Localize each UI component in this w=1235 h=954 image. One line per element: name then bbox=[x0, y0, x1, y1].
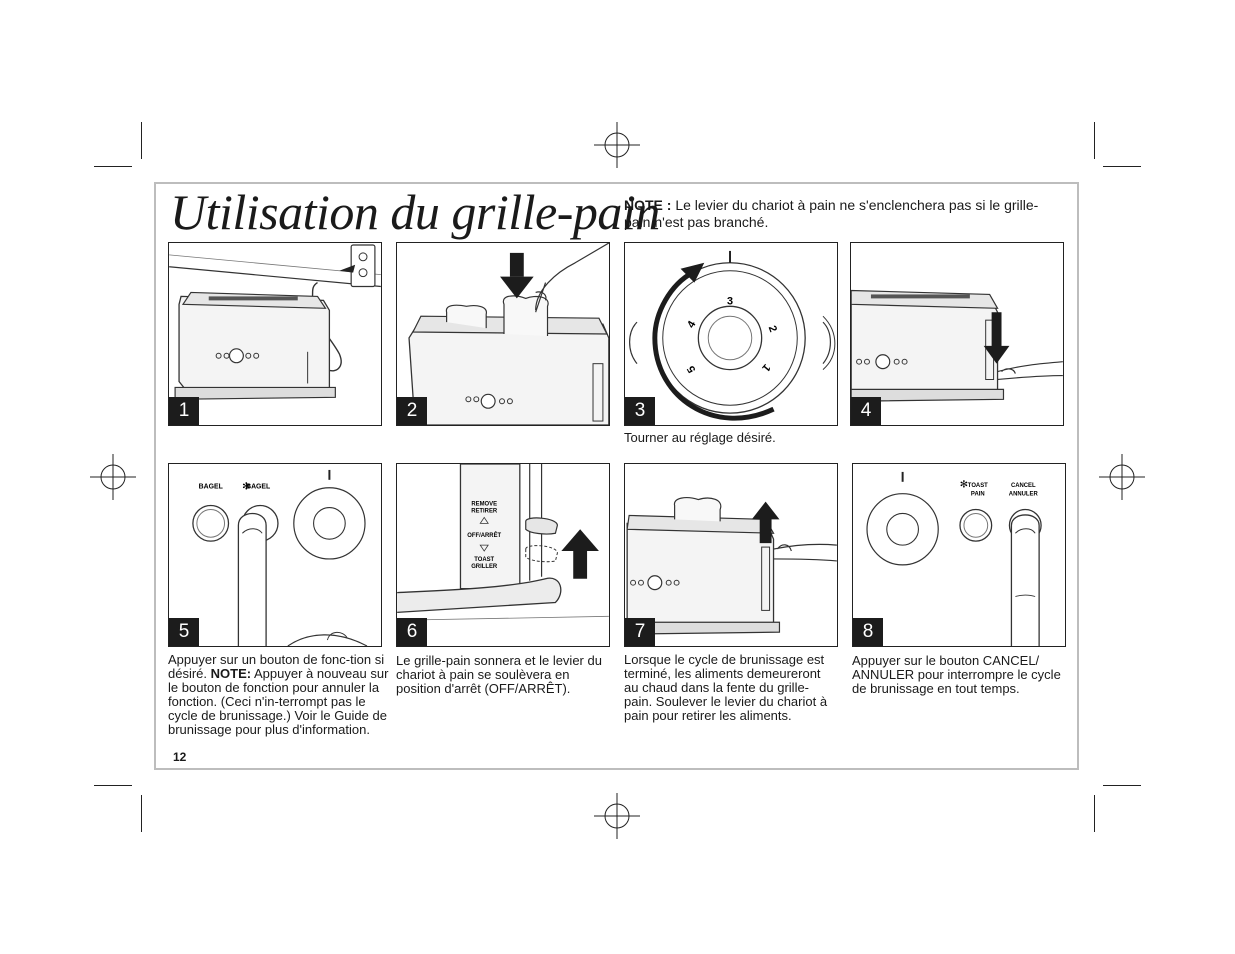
crop-mark bbox=[94, 785, 132, 786]
bagel-button-illustration: BAGEL BAGEL ✻ bbox=[192, 469, 368, 646]
page-title: Utilisation du grille-pain bbox=[170, 184, 660, 240]
browning-dial-illustration: 3 2 1 4 5 bbox=[629, 250, 836, 421]
step-number: 3 bbox=[625, 397, 655, 425]
step-number: 2 bbox=[397, 397, 427, 425]
registration-mark-icon bbox=[1099, 454, 1145, 500]
step-panel-8: ✻ TOAST PAIN CANCEL ANNULER 8 bbox=[852, 463, 1066, 647]
note-label: NOTE : bbox=[624, 197, 672, 213]
dial-mark: 1 bbox=[759, 361, 772, 373]
off-label: OFF/ARRÊT bbox=[467, 531, 501, 539]
toast-label: TOAST bbox=[474, 557, 494, 563]
toaster-bread-illustration bbox=[408, 243, 609, 425]
crop-mark bbox=[1094, 795, 1095, 832]
caption-text: Appuyer à nouveau sur le bouton de fonct… bbox=[168, 666, 389, 737]
crop-mark bbox=[94, 166, 132, 167]
annuler-label: ANNULER bbox=[1009, 492, 1039, 498]
cancel-button-illustration: ✻ TOAST PAIN CANCEL ANNULER bbox=[866, 471, 1042, 646]
step-caption-8: Appuyer sur le bouton CANCEL/ ANNULER po… bbox=[852, 653, 1061, 696]
note-text: Le levier du chariot à pain ne s'enclenc… bbox=[624, 197, 1039, 230]
bagel-label: BAGEL bbox=[199, 484, 223, 491]
page-number: 12 bbox=[173, 750, 187, 764]
step-panel-3: 3 2 1 4 5 3 bbox=[624, 242, 838, 426]
step-panel-4: 4 bbox=[850, 242, 1064, 426]
step-panel-5: BAGEL BAGEL ✻ 5 bbox=[168, 463, 382, 647]
step-number: 6 bbox=[397, 618, 427, 646]
snowflake-icon: ✻ bbox=[242, 482, 250, 493]
toaster-lever-illustration bbox=[851, 289, 1063, 402]
cancel-label: CANCEL bbox=[1011, 483, 1036, 489]
step-caption-7: Lorsque le cycle de brunissage est termi… bbox=[624, 652, 828, 723]
remove-label: REMOVE bbox=[471, 502, 497, 508]
dial-mark: 5 bbox=[685, 364, 698, 375]
step-caption-6: Le grille-pain sonnera et le levier du c… bbox=[396, 653, 602, 696]
step-panel-7: 7 bbox=[624, 463, 838, 647]
crop-mark bbox=[1094, 122, 1095, 159]
bagel-label: BAGEL bbox=[246, 484, 270, 491]
crop-mark bbox=[141, 795, 142, 832]
pain-label: PAIN bbox=[971, 492, 985, 498]
step-number: 5 bbox=[169, 618, 199, 646]
step-panel-6: REMOVE RETIRER OFF/ARRÊT TOAST GRILLER 6 bbox=[396, 463, 610, 647]
caption-text: Appuyer sur un bouton de fonc-tion si dé… bbox=[168, 652, 385, 681]
crop-mark bbox=[1103, 166, 1141, 167]
griller-label: GRILLER bbox=[471, 564, 498, 570]
caption-note-label: NOTE: bbox=[210, 666, 252, 681]
registration-mark-icon bbox=[90, 454, 136, 500]
step-number: 8 bbox=[853, 618, 883, 646]
dial-mark: 4 bbox=[685, 319, 698, 330]
crop-mark bbox=[1103, 785, 1141, 786]
step-caption-3: Tourner au réglage désiré. bbox=[624, 430, 776, 445]
crop-mark bbox=[141, 122, 142, 159]
step-number: 7 bbox=[625, 618, 655, 646]
snowflake-icon: ✻ bbox=[960, 480, 968, 491]
step-number: 4 bbox=[851, 397, 881, 425]
dial-mark: 2 bbox=[766, 324, 779, 334]
registration-mark-icon bbox=[594, 122, 640, 168]
registration-mark-icon bbox=[594, 793, 640, 839]
page-frame bbox=[154, 182, 1079, 770]
step-panel-1: 1 bbox=[168, 242, 382, 426]
step-caption-5: Appuyer sur un bouton de fonc-tion si dé… bbox=[168, 653, 390, 737]
toast-label: TOAST bbox=[968, 483, 988, 489]
step-number: 1 bbox=[169, 397, 199, 425]
step-panel-2: 2 bbox=[396, 242, 610, 426]
lever-position-illustration: REMOVE RETIRER OFF/ARRÊT TOAST GRILLER bbox=[397, 464, 609, 621]
toaster-lift-illustration bbox=[625, 497, 837, 635]
retirer-label: RETIRER bbox=[471, 508, 498, 514]
note: NOTE : Le levier du chariot à pain ne s'… bbox=[624, 197, 1054, 231]
toaster-plug-illustration bbox=[169, 244, 381, 400]
dial-mark: 3 bbox=[727, 295, 733, 307]
